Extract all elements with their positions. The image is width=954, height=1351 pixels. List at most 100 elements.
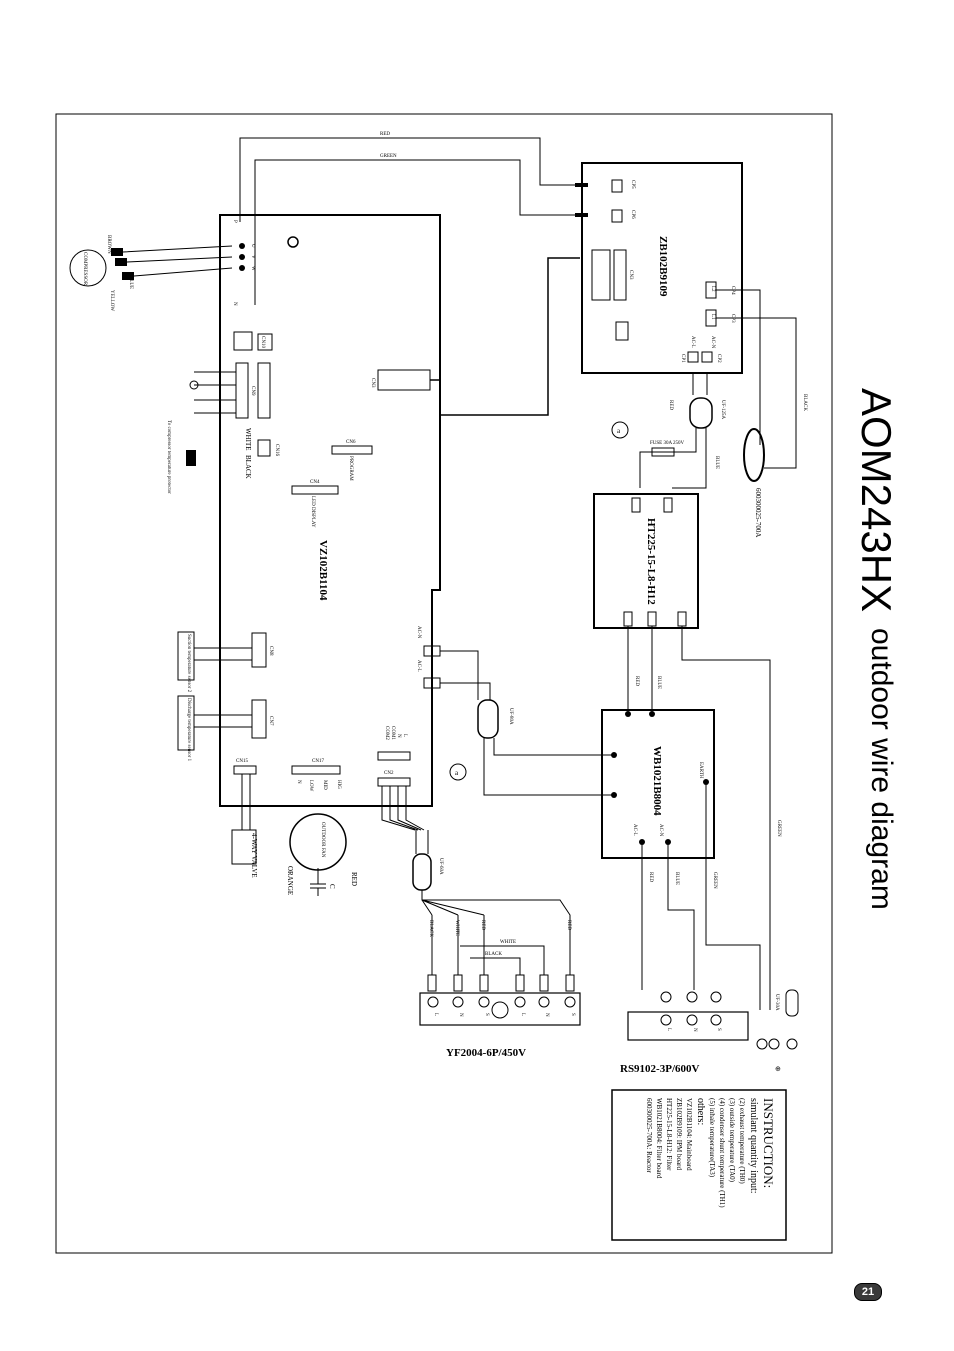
legend-item: VZ102B1104: Mainboard [685,1098,693,1171]
cp2-label: CP2 [716,354,721,363]
diagram-frame [55,113,833,1254]
reactor-coil-icon [743,428,765,482]
cn10-connector [233,331,253,351]
ipm-ac-wires [692,372,708,395]
reactor-wire-black: BLACK [802,394,807,411]
cn2-label: CN2 [384,771,394,776]
cn11-connector [257,333,273,351]
ground-lugs [756,1038,798,1050]
ipm-l1-label: L1 [710,314,715,320]
fan-pin-high: HIG [336,780,341,789]
filter-acl-label: AC-L [632,824,637,836]
compressor-plug-w [122,272,134,280]
filter-acn1-pin [649,711,655,717]
cp5-label: CP5 [630,180,635,189]
fan-wire-orange: ORANGE [286,866,294,895]
cn17-connector [291,765,341,775]
filter-acl2-pin [611,752,617,758]
ipm-l2-label: L2 [710,286,715,292]
instruction-others: others: [695,1098,706,1126]
power-wire-white-2: WHITE [500,940,516,945]
marker-a-lower-label: a [455,769,459,777]
cn15-label: CN15 [236,759,248,764]
suction-sensor-box [177,631,195,681]
cp6-label: CP6 [630,210,635,219]
wire-label-brown: BROWN [106,235,111,254]
sensor-wires [194,371,236,414]
comm-terminal-lugs [660,991,722,1003]
wire-label-green-top: GREEN [380,154,397,159]
wire-label-yellow: YELLOW [109,290,114,311]
fuse-wires [639,428,707,489]
compressor-wires [122,245,233,277]
comm-terminal-letter: N [692,1028,697,1032]
cn7-label: CN7 [268,716,273,726]
cn3-label: CN3 [370,378,375,388]
main-board-label: VZ102B1104 [317,540,329,601]
cp2-terminal [701,351,713,363]
power-wire-black: BLACK [428,920,433,937]
wire-green-top [254,159,575,305]
power-terminal-block [419,992,581,1026]
outdoor-fan-icon [289,813,347,871]
ipm-wire-blue: BLUE [714,456,719,469]
ipm-board-label: ZB102B9109 [657,236,669,297]
power-wire-black-2: BLACK [485,952,502,957]
cn3-connector [377,369,431,391]
wire-red-top [239,137,575,222]
fan-pin-n: N [296,780,301,784]
cn8-label: CN8 [268,646,273,656]
led-display-label: LED DISPLAY [310,496,315,528]
cp1-label: CP1 [680,354,685,363]
legend-item: WB1021B8004: Filter board [655,1098,663,1179]
power-terminal-letter: L [520,1013,525,1016]
outdoor-fan-label: OUTDOOR FAN [320,822,325,858]
power-wire-white: WHITE [454,920,459,936]
ground-symbol: ⊕ [775,1065,781,1073]
legend-item: ZB102B9109: IPM board [675,1098,683,1170]
fan-pin-low: LOW [308,780,313,792]
cn4-connector [291,485,339,495]
ground-lug [287,236,299,248]
filter-earth-label: EARTH [698,762,703,779]
four-way-valve-box [231,829,257,865]
pfc-wire-blue: BLUE [656,676,661,689]
filter-acn-label: AC-N [658,824,663,837]
pin-u [239,243,245,249]
reactor-wires [716,289,797,469]
power-terminal-letter: L [433,1013,438,1016]
pfc-wire-red: RED [634,676,639,686]
protector-label: To compressor temperature protector [166,420,171,494]
comm-terminal-block [627,1011,749,1041]
pfc-to-filterboard-wires [627,626,771,1010]
main-board-outline [219,214,441,807]
pfc-filter-label: HT225-15-L8-H12 [645,518,657,605]
wire-label-red-top: RED [380,132,390,137]
instruction-line1: simulant quantity input: [748,1098,759,1194]
cn9-terminal [257,362,271,419]
wire-label-white: WHITE [244,428,252,451]
ferrite-60a [412,853,432,891]
cp5-connector [611,179,623,193]
cn7-wires [194,714,252,728]
ferrite-125a [689,397,713,429]
compressor-icon [69,249,107,287]
power-terminal-letter: N [544,1013,549,1017]
fuse-icon [651,447,675,457]
ferrite-80a [477,699,499,739]
ipm-cn3-label: CN3 [628,270,633,280]
power-terminal-letter: N [458,1013,463,1017]
cn1-connector [377,751,411,761]
filter-board-label: WB1021B8004 [651,746,663,816]
cn2-pin-n: N [396,734,401,738]
cn6-label: CN6 [346,440,356,445]
cn2-pin-com2: COM2 [384,726,389,740]
cn9-label: CN9 [250,386,255,396]
ferrite-60a-label: UF-60A [438,858,443,875]
comm-terminal-letter: L [666,1028,671,1031]
cn15-connector [233,765,257,775]
legend-item: 600300025-700A: Reactor [645,1098,653,1173]
ipm-acl-label: AC-L [690,336,695,348]
cn2-pin-com1: COM1 [390,726,395,740]
